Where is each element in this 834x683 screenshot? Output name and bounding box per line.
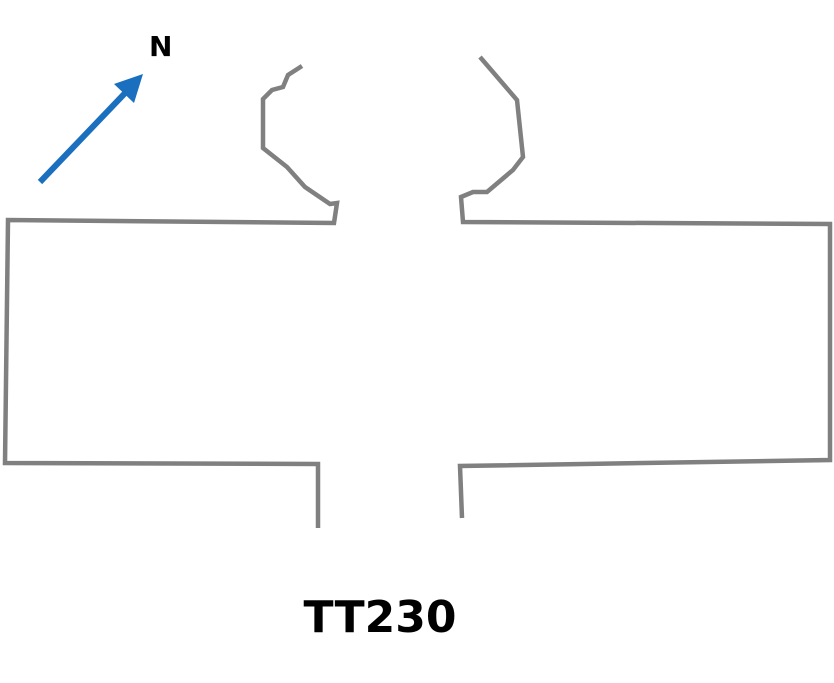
wall-right xyxy=(457,55,833,519)
wall-left xyxy=(2,64,340,528)
tomb-title: TT230 xyxy=(303,592,457,643)
north-label: N xyxy=(149,30,173,63)
north-arrow-icon xyxy=(37,74,143,185)
